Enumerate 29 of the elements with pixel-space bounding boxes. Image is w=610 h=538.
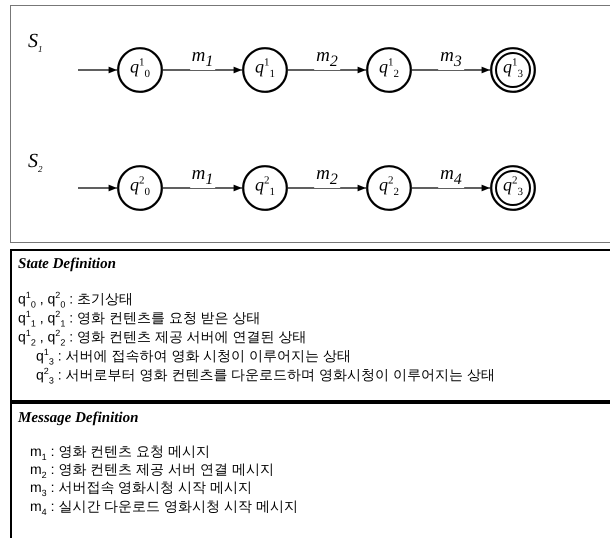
arrow <box>163 184 242 192</box>
definition-text: q$^{1}$$_{0}$ , q$^{2}$$_{0}$ : 초기상태 <box>18 291 133 310</box>
definition-text: q$^{2}$$_{3}$ : 서버로부터 영화 컨텐츠를 다운로드하며 영화시청이 이루어지는 상태 <box>36 367 495 386</box>
state-circle <box>366 165 412 211</box>
definition-text: m$_{1}$ : 영화 컨텐츠 요청 메시지 <box>30 444 210 463</box>
definition-text: m$_{4}$ : 실시간 다운로드 영화시청 시작 메시지 <box>30 499 298 518</box>
arrow <box>288 184 366 192</box>
definition-text: q$^{1}$$_{2}$ , q$^{2}$$_{2}$ : 영화 컨텐츠 제공 서버에 연결된 상태 <box>18 329 306 348</box>
state-circle <box>490 47 536 93</box>
arrow <box>412 66 490 74</box>
state-circle <box>242 47 288 93</box>
system-label: S$_{2}$ <box>28 150 42 175</box>
definition-text: m$_{2}$ : 영화 컨텐츠 제공 서버 연결 메시지 <box>30 462 274 481</box>
section-heading: State Definition <box>18 256 116 272</box>
state-circle <box>366 47 412 93</box>
arrow <box>163 66 242 74</box>
state-circle <box>490 165 536 211</box>
state-circle <box>117 47 163 93</box>
state-circle <box>117 165 163 211</box>
definition-text: q$^{1}$$_{1}$ , q$^{2}$$_{1}$ : 영화 컨텐츠를 요청 받은 상태 <box>18 310 261 330</box>
arrow <box>288 66 366 74</box>
section-heading: Message Definition <box>18 410 138 426</box>
arrow <box>412 184 490 192</box>
state-circle <box>242 165 288 211</box>
definition-text: q$^{1}$$_{3}$ : 서버에 접속하여 영화 시청이 이루어지는 상태 <box>36 348 351 368</box>
system-label: S$_{1}$ <box>28 30 42 55</box>
arrow <box>78 184 117 192</box>
arrow <box>78 66 117 74</box>
definition-text: m$_{3}$ : 서버접속 영화시청 시작 메시지 <box>30 480 252 499</box>
